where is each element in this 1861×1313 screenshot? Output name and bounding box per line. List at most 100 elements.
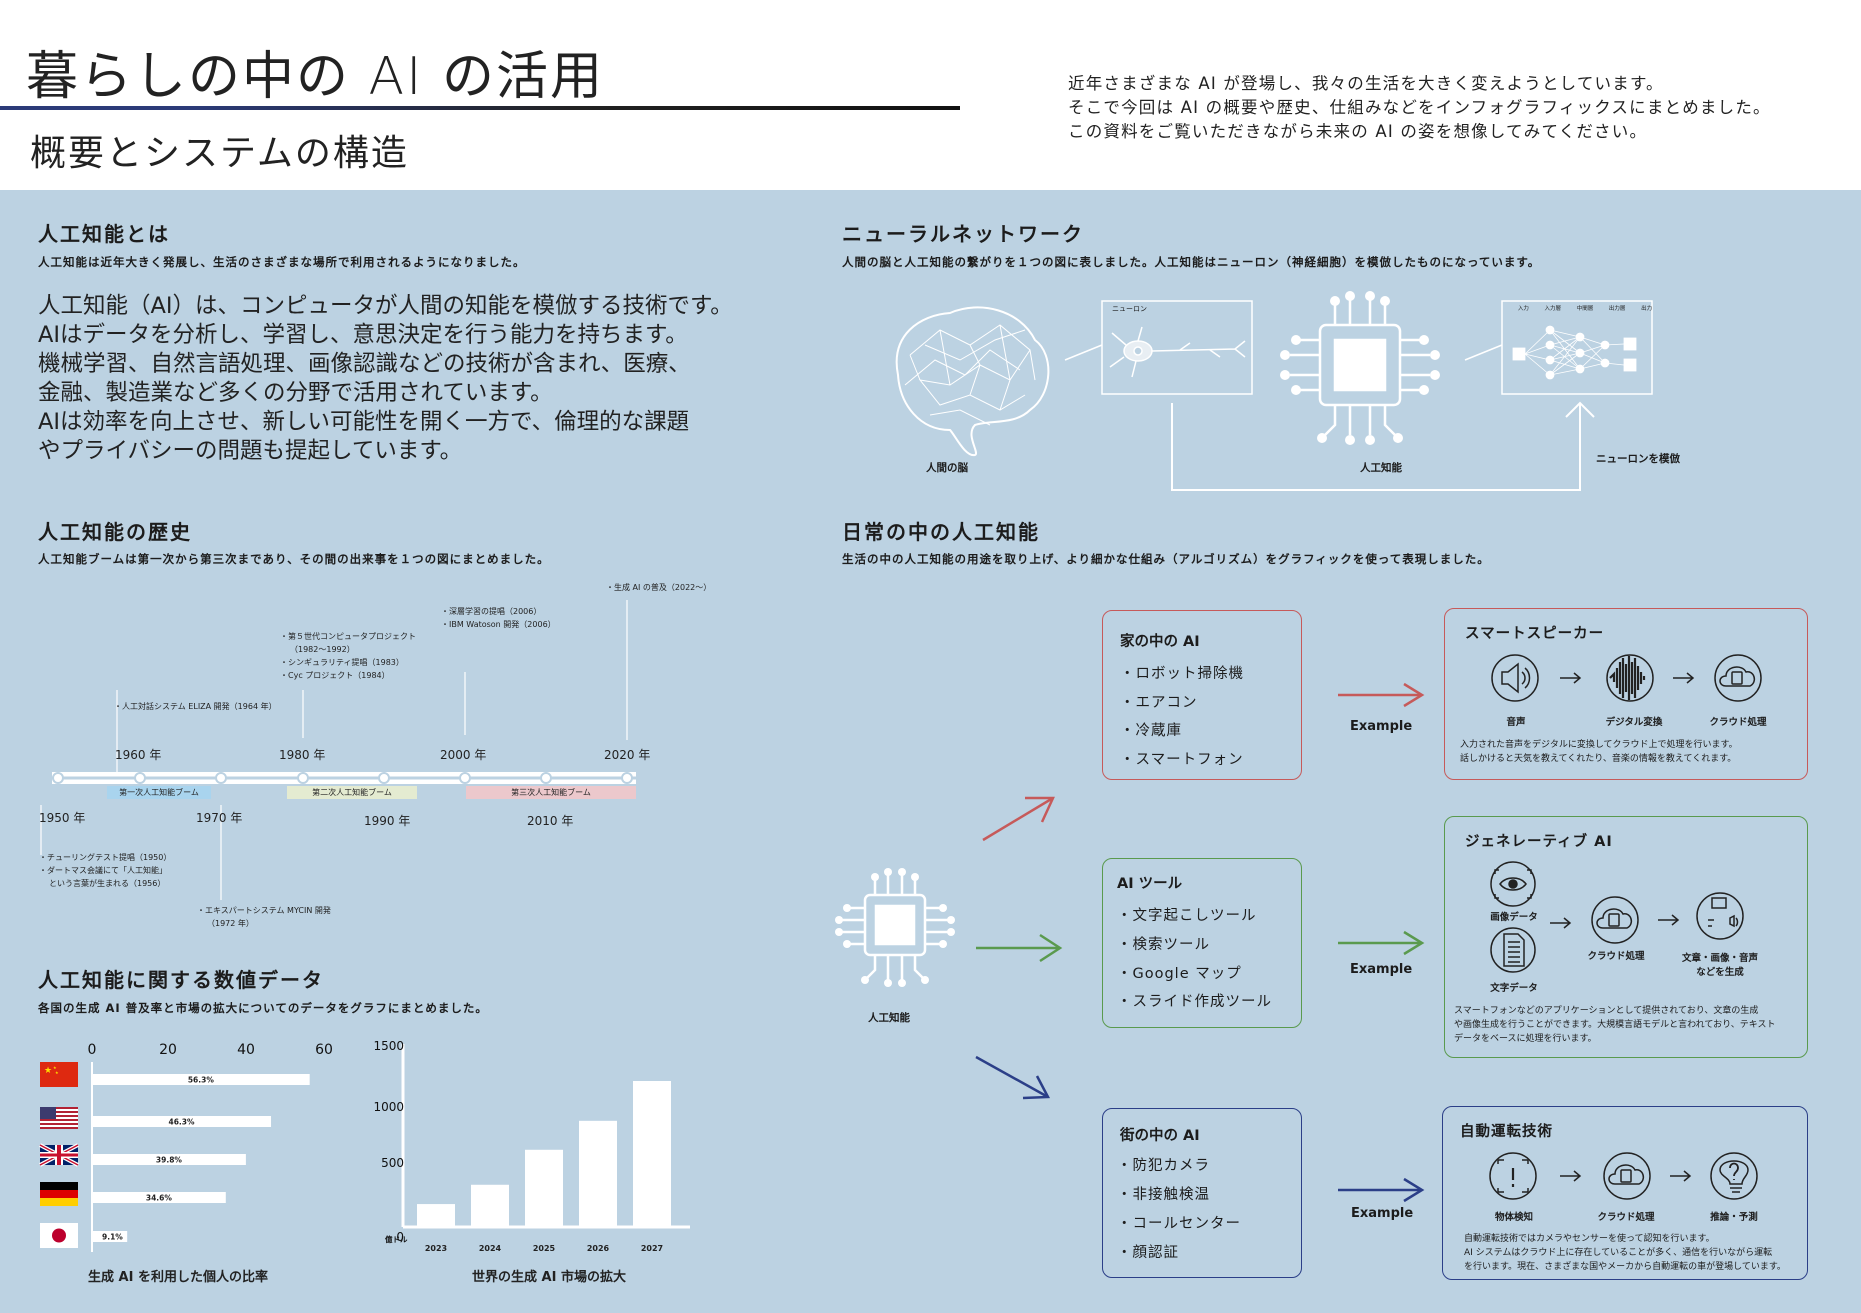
vbar-2025 xyxy=(525,1149,563,1227)
ai-label: 人工知能 xyxy=(1360,462,1402,474)
inference-circle xyxy=(1710,1152,1758,1200)
example-desc: 自動運転技術ではカメラやセンサーを使って認知を行います。 AI システムはクラウ… xyxy=(1464,1234,1786,1272)
vbar-ytick: 1500 xyxy=(373,1039,404,1053)
hbar-value-label: 56.3% xyxy=(188,1076,215,1085)
about-line: 人工知能（AI）は、コンピュータが人間の知能を模倣する技術です。 xyxy=(38,293,733,319)
hbar-value-label: 39.8% xyxy=(156,1156,183,1165)
history-heading: 人工知能の歴史 xyxy=(38,520,192,544)
neural-net-icon xyxy=(1512,325,1637,380)
document-icon xyxy=(1503,933,1525,967)
card-item: ・スライド作成ツール xyxy=(1117,994,1272,1010)
speaker-circle xyxy=(1491,654,1539,702)
hbar-xtick: 60 xyxy=(315,1042,333,1058)
vbar-category-label: 2025 xyxy=(533,1244,556,1253)
numbers-heading: 人工知能に関する数値データ xyxy=(38,968,324,992)
card-title: AI ツール xyxy=(1117,876,1183,892)
country-flags: ★ ★ ★ xyxy=(39,1062,79,1248)
neural-graphic xyxy=(895,291,1653,491)
step-label: 文字データ xyxy=(1490,983,1538,994)
vbar-ytick: 1000 xyxy=(373,1100,404,1114)
hbar-value-label: 9.1% xyxy=(102,1233,123,1242)
layer-labels: 入力 入力層 中間層 出力層 出力 xyxy=(1517,306,1653,312)
china-flag-icon: ★ ★ ★ xyxy=(40,1062,78,1087)
usa-flag-icon xyxy=(40,1107,78,1129)
year-1950: 1950 年 xyxy=(39,811,86,825)
hbar-xtick: 20 xyxy=(159,1042,177,1058)
event-1960: ・人工対話システム ELIZA 開発（1964 年） xyxy=(114,702,277,711)
card-title: 街の中の AI xyxy=(1120,1128,1200,1144)
vbar-2027 xyxy=(633,1080,671,1227)
vbar-2023 xyxy=(417,1204,455,1227)
svg-text:★: ★ xyxy=(53,1065,57,1070)
year-1970: 1970 年 xyxy=(196,811,243,825)
card-item: ・冷蔵庫 xyxy=(1120,723,1182,739)
hbar-usa xyxy=(92,1116,272,1127)
mimic-label: ニューロンを模倣 xyxy=(1596,453,1680,465)
card-item: ・スマートフォン xyxy=(1120,752,1244,768)
cloud-circle xyxy=(1603,1152,1651,1200)
hbar-uk xyxy=(92,1154,246,1165)
card-ai-tools xyxy=(1102,858,1302,1028)
japan-flag-icon xyxy=(40,1223,78,1248)
hbar-germany xyxy=(92,1192,226,1203)
card-item: ・ロボット掃除機 xyxy=(1120,666,1244,682)
network-box xyxy=(1501,300,1653,395)
cloud-circle xyxy=(1714,654,1762,702)
year-2000: 2000 年 xyxy=(440,748,487,762)
card-item: ・Google マップ xyxy=(1117,966,1242,982)
ai-chip-icon xyxy=(1280,291,1440,445)
cloud-icon xyxy=(1596,908,1633,929)
vbar-ytick: 0 xyxy=(396,1230,404,1244)
hbar-value-label: 34.6% xyxy=(146,1194,173,1203)
step-label: デジタル変換 xyxy=(1605,717,1663,728)
about-body: 人工知能（AI）は、コンピュータが人間の知能を模倣する技術です。 AIはデータを… xyxy=(38,292,738,466)
neuron-icon xyxy=(1109,326,1246,378)
boom-1: 第一次人工知能ブーム xyxy=(107,786,211,799)
card-city-ai xyxy=(1102,1108,1302,1278)
year-2010: 2010 年 xyxy=(527,814,574,828)
hbar-japan xyxy=(92,1231,128,1242)
output-circle xyxy=(1696,892,1744,940)
intro-line: そこで今回は AI の概要や歴史、仕組みなどをインフォグラフィックスにまとめまし… xyxy=(1068,98,1771,117)
eye-scan-icon xyxy=(1494,869,1532,899)
example-desc: 入力された音声をデジタルに変換してクラウド上で処理を行います。 話しかけると天気… xyxy=(1460,740,1738,764)
boom-3: 第三次人工知能ブーム xyxy=(466,786,636,799)
cloud-icon xyxy=(1608,1164,1645,1185)
card-item: ・文字起こしツール xyxy=(1117,908,1257,924)
step-label: クラウド処理 xyxy=(1587,951,1645,962)
history-desc: 人工知能ブームは第一次から第三次まであり、その間の出来事を１つの図にまとめました… xyxy=(38,552,550,566)
example-title: 自動運転技術 xyxy=(1460,1124,1553,1140)
neuron-box-label: ニューロン xyxy=(1112,305,1147,313)
numbers-desc: 各国の生成 AI 普及率と市場の拡大についてのデータをグラフにまとめました。 xyxy=(38,1001,488,1015)
about-heading: 人工知能とは xyxy=(38,222,170,246)
about-line: AIは効率を向上させ、新しい可能性を開く一方で、倫理的な課題 xyxy=(38,409,690,435)
about-line: 機械学習、自然言語処理、画像認識などの技術が含まれ、医療、 xyxy=(38,351,691,377)
example-title: ジェネレーティブ AI xyxy=(1465,834,1613,850)
step-label: クラウド処理 xyxy=(1709,717,1767,728)
waveform-icon xyxy=(1609,656,1646,700)
arrow-head xyxy=(1565,401,1595,418)
card-item: ・エアコン xyxy=(1120,695,1198,711)
page-subtitle: 概要とシステムの構造 xyxy=(30,133,409,174)
about-line: 金融、製造業など多くの分野で活用されています。 xyxy=(38,380,553,406)
uk-flag-icon xyxy=(39,1143,79,1167)
about-line: やプライバシーの問題も提起しています。 xyxy=(38,438,463,464)
example-label: Example xyxy=(1351,1206,1414,1221)
text-output-icon xyxy=(1711,897,1727,909)
vbar-category-label: 2023 xyxy=(425,1244,447,1253)
example-smart-speaker xyxy=(1444,608,1808,780)
germany-flag-icon xyxy=(40,1182,78,1206)
page-title: 暮らしの中の AI の活用 xyxy=(26,47,604,107)
header xyxy=(0,0,1861,190)
driving-flow xyxy=(1489,1152,1758,1200)
card-item: ・コールセンター xyxy=(1117,1216,1241,1232)
hbar-xtick: 0 xyxy=(88,1042,97,1058)
step-label: 音声 xyxy=(1506,717,1526,728)
genai-flow xyxy=(1490,861,1744,973)
cloud-icon xyxy=(1719,666,1756,687)
cloud-circle xyxy=(1591,896,1639,944)
center-ai-label: 人工知能 xyxy=(868,1012,910,1024)
blue-arrow xyxy=(975,1055,1049,1099)
title-divider xyxy=(0,106,960,110)
